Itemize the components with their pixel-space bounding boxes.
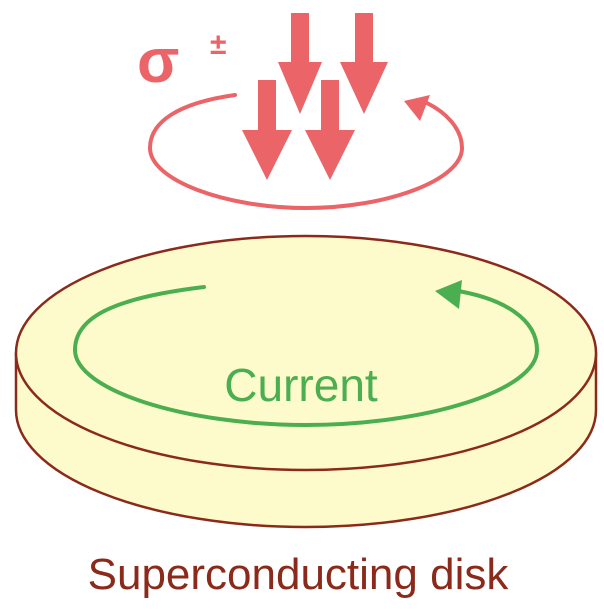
rotation-loop — [147, 93, 465, 211]
current-loop-path — [72, 285, 540, 428]
spin-arrow-back-left-icon — [278, 13, 322, 114]
current-label: Current — [224, 359, 378, 411]
spin-arrow-front-right-icon — [305, 80, 355, 180]
spin-arrows — [242, 13, 388, 180]
sigma-symbol: σ — [137, 27, 179, 96]
disk-label: Superconducting disk — [88, 550, 510, 599]
spin-arrow-back-right-icon — [340, 13, 388, 114]
rotation-arrowhead-icon — [404, 95, 430, 121]
spin-arrow-front-left-icon — [242, 80, 292, 180]
disk-top-face — [14, 234, 598, 472]
current-arrowhead-icon — [435, 280, 462, 309]
rotation-loop-path — [147, 93, 465, 211]
sigma-superscript: ± — [210, 28, 226, 61]
current-loop — [72, 280, 540, 428]
